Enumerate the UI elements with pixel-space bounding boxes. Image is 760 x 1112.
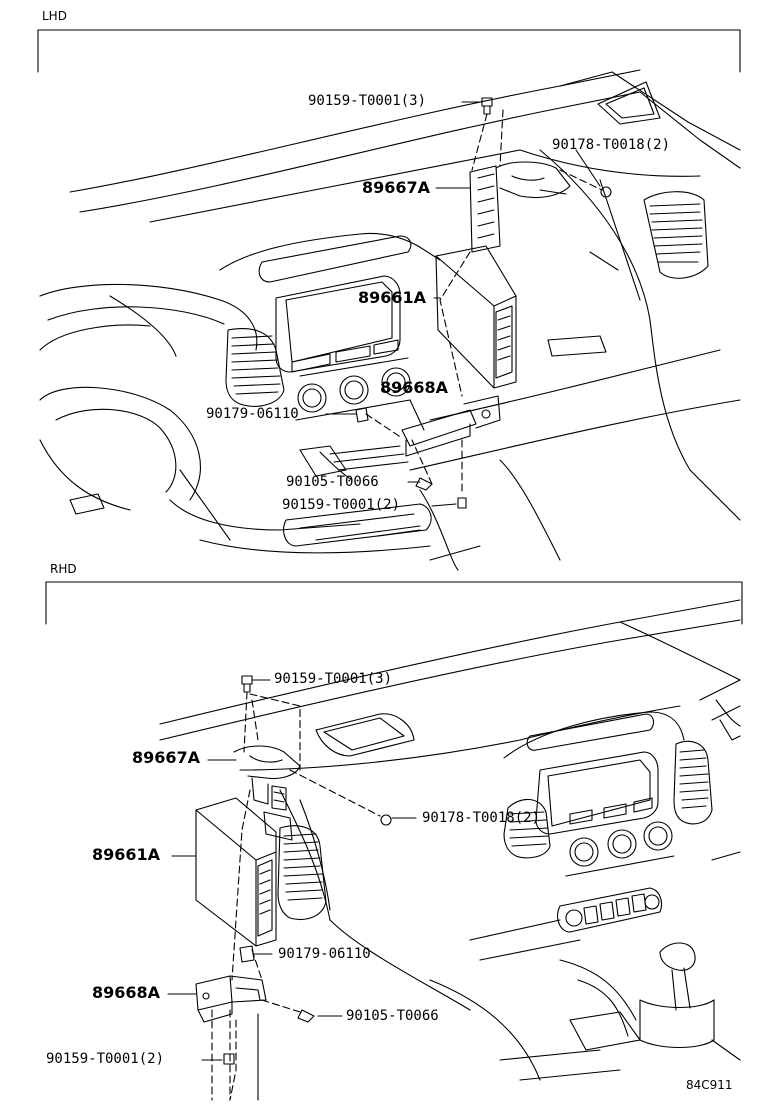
- lhd-part-89667a: 89667A: [362, 178, 431, 197]
- lhd-dash-lines: [365, 109, 603, 495]
- lhd-bolt-bottom: [457, 497, 467, 509]
- rhd-part-90179-06110: 90179-06110: [278, 946, 371, 962]
- rhd-components: [195, 675, 392, 1065]
- rhd-part-90178-t0018-2: 90178-T0018(2): [422, 810, 541, 826]
- rhd-dashboard: [159, 599, 741, 1081]
- rhd-section-label: RHD: [50, 562, 77, 576]
- rhd-leaders: [167, 679, 417, 1101]
- lhd-dashboard: [39, 69, 741, 571]
- lhd-part-90159-t0001-2: 90159-T0001(2): [282, 497, 401, 513]
- lhd-part-90159-t0001-3: 90159-T0001(3): [308, 93, 427, 109]
- rhd-frame: [45, 581, 743, 625]
- rhd-part-89661a: 89661A: [92, 845, 161, 864]
- rhd-part-90159-t0001-2: 90159-T0001(2): [46, 1051, 165, 1067]
- lhd-screw: [415, 477, 433, 491]
- rhd-part-90159-t0001-3: 90159-T0001(3): [274, 671, 393, 687]
- lhd-components: [355, 97, 612, 509]
- lhd-nut: [600, 186, 612, 198]
- lhd-frame: [37, 29, 741, 73]
- rhd-bolt-bottom: [223, 1053, 235, 1065]
- rhd-clip: [239, 945, 255, 963]
- lhd-part-90179-06110: 90179-06110: [206, 406, 299, 422]
- rhd-dash-lines: [211, 691, 381, 1101]
- lhd-clip: [355, 407, 369, 423]
- lhd-part-90178-t0018-2: 90178-T0018(2): [552, 137, 671, 153]
- diagram-code: 84C911: [686, 1078, 733, 1092]
- rhd-part-90105-t0066: 90105-T0066: [346, 1008, 439, 1024]
- lhd-part-90105-t0066: 90105-T0066: [286, 474, 379, 490]
- rhd-screw: [297, 1009, 315, 1023]
- rhd-bolt-top: [241, 675, 253, 693]
- lhd-leaders: [325, 101, 601, 507]
- rhd-nut: [380, 814, 392, 826]
- rhd-part-89668a: 89668A: [92, 983, 161, 1002]
- lhd-part-89661a: 89661A: [358, 288, 427, 307]
- lhd-section-label: LHD: [42, 9, 67, 23]
- lhd-part-89668a: 89668A: [380, 378, 449, 397]
- rhd-part-89667a: 89667A: [132, 748, 201, 767]
